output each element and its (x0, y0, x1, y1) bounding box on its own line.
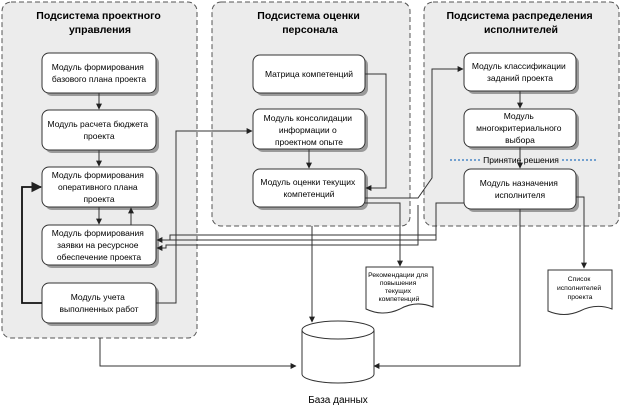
module-multicriteria: Модуль многокритериального выбора (463, 108, 579, 150)
svg-text:Матрица компетенций: Матрица компетенций (265, 69, 353, 79)
svg-text:Модуль учета выполненных: Модуль учета выполненных работ (59, 292, 138, 314)
decision-making-label: Принятие решения (483, 155, 559, 165)
connectors (21, 66, 587, 369)
module-budget: Модуль расчета бюджета проекта (41, 109, 159, 153)
svg-text:Список исполнителей: Список исполнителей проекта (557, 276, 603, 301)
database-cylinder: База данных (301, 320, 375, 406)
module-current-assessment: Модуль оценки текущих компетенций (252, 168, 368, 210)
svg-text:Модуль назначения исполн: Модуль назначения исполнителя (480, 178, 561, 200)
svg-text:Модуль формирования заяв: Модуль формирования заявки на ресурсное … (52, 228, 147, 262)
svg-text:Модуль консолидации инфо: Модуль консолидации информации о проектн… (264, 113, 355, 147)
panel-title-personnel-assessment: Подсистема оценки персонала (257, 10, 362, 36)
panel-title-distribution: Подсистема распределения исполнителей (446, 10, 595, 36)
database-label: База данных (308, 395, 368, 406)
module-resource-request: Модуль формирования заявки на ресурсное … (41, 224, 159, 268)
svg-text:Модуль оценки текущих ко: Модуль оценки текущих компетенций (260, 177, 357, 199)
document-recommendations: Рекомендации для повышения текущих компе… (365, 266, 434, 314)
module-operative-plan: Модуль формирования оперативного плана п… (41, 166, 159, 210)
module-base-plan: Модуль формирования базового плана проек… (41, 52, 159, 96)
module-competency-matrix: Матрица компетенций (252, 54, 368, 96)
document-executors-list: Список исполнителей проекта (547, 269, 613, 315)
decision-making-separator: Принятие решения (450, 155, 598, 165)
panel-title-project-management: Подсистема проектного управления (36, 10, 163, 36)
svg-text:Модуль классификации зад: Модуль классификации заданий проекта (472, 61, 568, 83)
module-assignment: Модуль назначения исполнителя (463, 168, 579, 212)
svg-text:Модуль формирования базо: Модуль формирования базового плана проек… (52, 62, 147, 84)
svg-text:Модуль расчета бюджета п: Модуль расчета бюджета проекта (48, 119, 151, 141)
svg-text:Модуль формирования опер: Модуль формирования оперативного плана п… (52, 170, 147, 204)
module-classification: Модуль классификации заданий проекта (463, 52, 579, 94)
module-consolidation: Модуль консолидации информации о проектн… (252, 108, 368, 152)
module-execution-tracking: Модуль учета выполненных работ (41, 282, 159, 326)
svg-text:Рекомендации для повышен: Рекомендации для повышения текущих компе… (368, 272, 430, 303)
svg-text:Модуль многокритериально: Модуль многокритериального выбора (476, 111, 564, 145)
